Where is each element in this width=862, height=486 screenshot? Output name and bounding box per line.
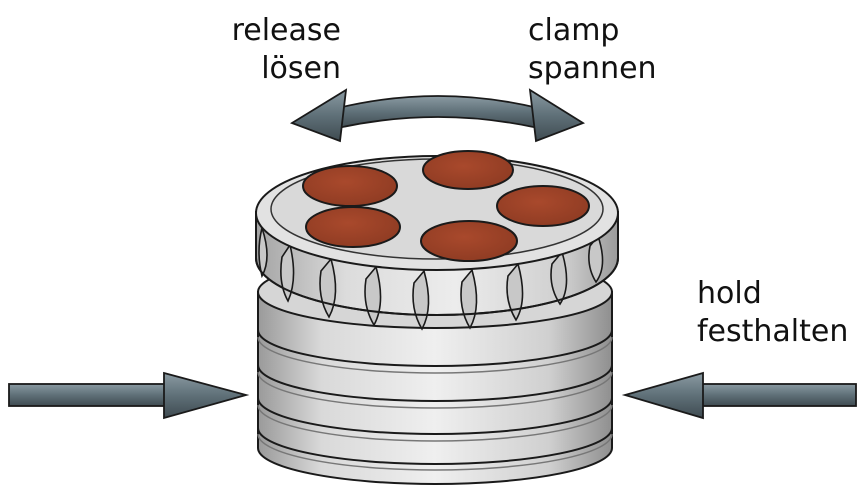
arrowhead-left: [289, 88, 348, 143]
groove-line: [257, 364, 613, 402]
rotation-double-arrow: [289, 88, 586, 143]
groove-line: [257, 397, 613, 435]
groove-line: [257, 433, 613, 471]
clamp-label-german: spannen: [528, 51, 657, 86]
pad: [302, 165, 398, 207]
groove-line: [257, 371, 613, 409]
pad: [496, 185, 590, 227]
groove-line: [257, 427, 613, 465]
hold-label: hold: [697, 276, 762, 311]
groove-line: [257, 404, 613, 442]
release-label-german: lösen: [261, 51, 341, 86]
release-label: release: [231, 13, 341, 48]
pad: [305, 206, 401, 248]
pad: [422, 150, 514, 190]
hold-label-german: festhalten: [697, 314, 849, 349]
pad: [420, 220, 518, 262]
left-hold-arrow: [8, 371, 250, 420]
clamping-pads: [302, 150, 590, 262]
right-hold-arrow: [621, 371, 857, 420]
groove-line: [257, 329, 613, 367]
clamp-label: clamp: [528, 13, 620, 48]
groove-line: [257, 336, 613, 374]
arrowhead-right: [528, 88, 586, 143]
